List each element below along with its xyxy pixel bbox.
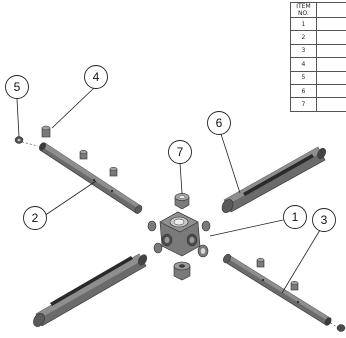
bom-row: 1: [290, 16, 346, 32]
bom-row: 7: [290, 97, 346, 112]
bottom-insert: [173, 261, 191, 281]
bom-cell-item: 4: [290, 57, 317, 72]
balloon-2: 2: [23, 206, 47, 230]
svg-text:3: 3: [321, 213, 328, 227]
bom-cell-item: 1: [290, 16, 317, 32]
bom-row: 6: [290, 83, 346, 99]
svg-text:4: 4: [93, 70, 100, 84]
tube-item-2: [38, 142, 143, 214]
bom-row: 5: [290, 70, 346, 85]
svg-text:7: 7: [177, 145, 184, 159]
svg-text:2: 2: [32, 211, 39, 225]
slotted-tube-lower-left: [33, 253, 148, 327]
set-screw-item-4: [41, 125, 299, 291]
cap-item-7: [174, 192, 190, 210]
bom-cell-item: 3: [290, 43, 317, 59]
bom-header-item-no: ITEM NO.: [290, 2, 317, 18]
bom-cell-item: 7: [290, 97, 317, 112]
bom-row: 2: [290, 30, 346, 45]
bom-cell-item: 2: [290, 30, 317, 45]
balloon-3: 3: [312, 208, 336, 232]
bom-header-pad: [315, 2, 346, 18]
balloon-4: 4: [84, 65, 108, 89]
slotted-tube-item-6: [221, 146, 327, 213]
bom-row: 3: [290, 43, 346, 59]
balloon-5: 5: [5, 75, 29, 99]
balloon-6: 6: [207, 111, 231, 135]
svg-text:5: 5: [14, 80, 21, 94]
tube-item-3: [223, 253, 332, 326]
balloon-7: 7: [168, 140, 192, 164]
bill-of-materials-table: ITEM NO. 1 2 3 4 5 6 7: [290, 2, 346, 112]
bom-row: 4: [290, 57, 346, 72]
bom-cell-item: 6: [290, 83, 317, 99]
bom-header-row: ITEM NO.: [290, 2, 346, 18]
svg-text:6: 6: [216, 116, 223, 130]
leader-lines: [16, 86, 321, 294]
svg-text:1: 1: [292, 210, 299, 224]
balloon-1: 1: [283, 205, 307, 229]
bom-cell-item: 5: [290, 70, 317, 85]
hub-item-1: [147, 211, 211, 258]
end-plug-item-5: [14, 136, 346, 332]
